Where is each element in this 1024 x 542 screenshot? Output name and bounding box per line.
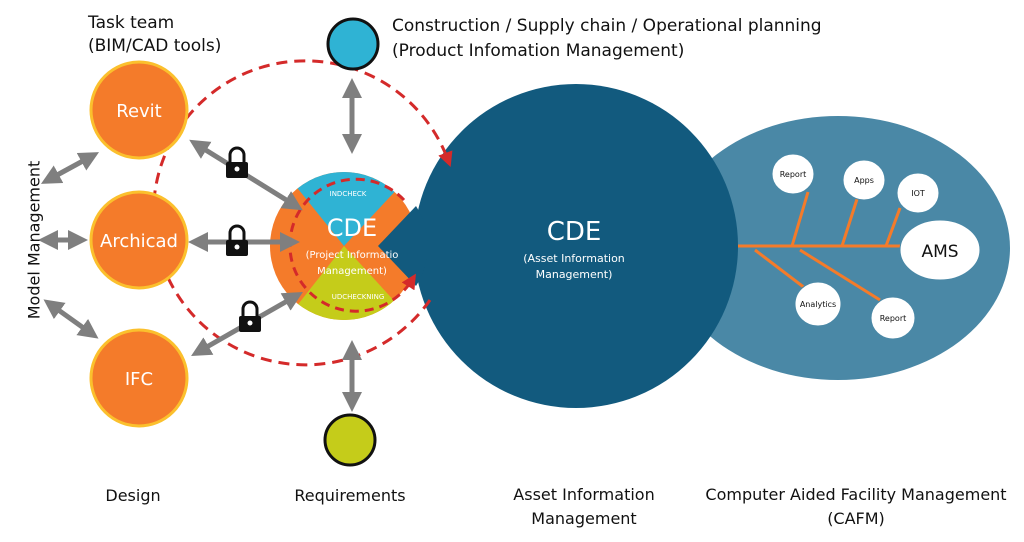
tool-label-archicad: Archicad [100, 231, 178, 252]
aim-cde-title: CDE [547, 217, 602, 247]
lock-icon [239, 300, 261, 332]
lock-icon [226, 146, 248, 178]
product-info-circle [326, 17, 380, 71]
cafm-node-ams [899, 219, 981, 281]
design-label: Design [70, 484, 196, 508]
top-label-line1: Construction / Supply chain / Operationa… [392, 16, 822, 36]
top-label-line2: (Product Infomation Management) [392, 41, 685, 61]
cafm-node-label: Report [780, 170, 807, 179]
asset-label: Asset Information Management [494, 483, 674, 531]
top-label: Construction / Supply chain / Operationa… [392, 14, 822, 64]
requirements-label: Requirements [270, 484, 430, 508]
asset-line1: Asset Information [513, 485, 655, 504]
pim-cde-title: CDE [327, 214, 377, 242]
task-team-line2: (BIM/CAD tools) [88, 36, 222, 56]
tool-circle-archicad [89, 190, 189, 290]
double-arrow-icon [43, 299, 99, 339]
task-team-label: Task team (BIM/CAD tools) [88, 12, 221, 58]
task-team-line1: Task team [88, 13, 175, 33]
pim-dashed-cycle [288, 177, 416, 313]
cafm-node-label: IOT [911, 189, 925, 198]
cafm-node-apps [842, 159, 886, 201]
pim-aim-overlap [378, 206, 428, 286]
cafm-line2: (CAFM) [827, 509, 885, 528]
pim-top-segment-label: INDCHECK [330, 190, 367, 198]
cafm-node-label: Analytics [800, 300, 836, 309]
model-management-text: Model Management [24, 160, 44, 320]
pim-bottom-segment-label: UDCHECKNING [332, 293, 385, 301]
design-text: Design [105, 486, 161, 505]
requirements-text: Requirements [294, 486, 406, 505]
aim-cde-subtitle-1: (Asset Information [523, 252, 625, 265]
aim-cde-subtitle-2: Management) [536, 268, 613, 281]
cafm-hub-label: AMS [921, 242, 958, 262]
cafm-node-report-2 [870, 296, 916, 340]
tool-circle-revit [89, 60, 189, 160]
cafm-node-report [771, 153, 815, 195]
pim-cde-subtitle-1: (Project Informatio [306, 250, 399, 261]
cafm-node-analytics [794, 281, 842, 327]
asset-line2: Management [531, 509, 637, 528]
double-arrow-icon [40, 152, 100, 184]
lock-icon [226, 224, 248, 256]
cafm-node-iot [896, 172, 940, 214]
cafm-node-label: Report [880, 314, 907, 323]
tool-circle-ifc [89, 328, 189, 428]
cafm-label: Computer Aided Facility Management (CAFM… [688, 483, 1024, 531]
aim-cde-circle [414, 84, 738, 408]
cafm-line1: Computer Aided Facility Management [705, 485, 1007, 504]
tool-label-revit: Revit [116, 101, 161, 122]
tool-label-ifc: IFC [125, 369, 153, 390]
requirements-circle [323, 413, 377, 467]
cafm-node-label: Apps [854, 176, 874, 185]
model-management-label: Model Management [25, 161, 44, 320]
pim-cde-subtitle-2: Management) [317, 266, 387, 277]
